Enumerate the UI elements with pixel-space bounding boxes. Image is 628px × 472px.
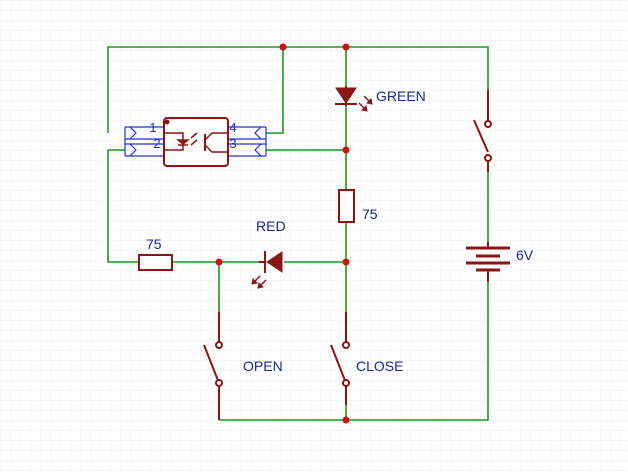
resistor-vertical-label: 75 (362, 206, 378, 222)
optocoupler-body (163, 117, 229, 167)
junction-dot (342, 43, 350, 51)
pin-3-label: 3 (229, 136, 236, 151)
opto-pins-left (124, 126, 164, 157)
junction-dot (342, 258, 350, 266)
wire-pin2-down (107, 150, 139, 263)
pin-1-label: 1 (149, 120, 156, 135)
open-switch-label: OPEN (243, 358, 283, 374)
junction-dot (279, 43, 287, 51)
wire-bottom-loop (219, 282, 489, 421)
pin-2-label: 2 (153, 136, 160, 151)
green-led-label: GREEN (376, 88, 426, 104)
top-switch (473, 90, 492, 172)
pin-4-label: 4 (229, 120, 236, 135)
resistor-horizontal-label: 75 (146, 236, 162, 252)
wire-pin4-top (266, 47, 284, 134)
close-switch (330, 312, 350, 405)
opto-pins-right (228, 126, 267, 157)
red-led (251, 251, 283, 289)
opto-internal (164, 132, 228, 153)
pin1-marker (164, 119, 170, 125)
junction-dot (215, 258, 223, 266)
resistor-75-horizontal (138, 254, 173, 271)
battery (466, 242, 510, 282)
red-led-label: RED (256, 218, 286, 234)
junctions (215, 43, 350, 424)
battery-label: 6V (516, 247, 534, 263)
green-led (335, 86, 373, 112)
close-switch-label: CLOSE (356, 358, 403, 374)
open-switch (203, 312, 223, 420)
optocoupler: 1 2 3 4 (124, 117, 267, 167)
junction-dot (342, 416, 350, 424)
resistor-75-vertical (338, 189, 355, 223)
junction-dot (342, 146, 350, 154)
wire-top-loop (107, 46, 489, 133)
